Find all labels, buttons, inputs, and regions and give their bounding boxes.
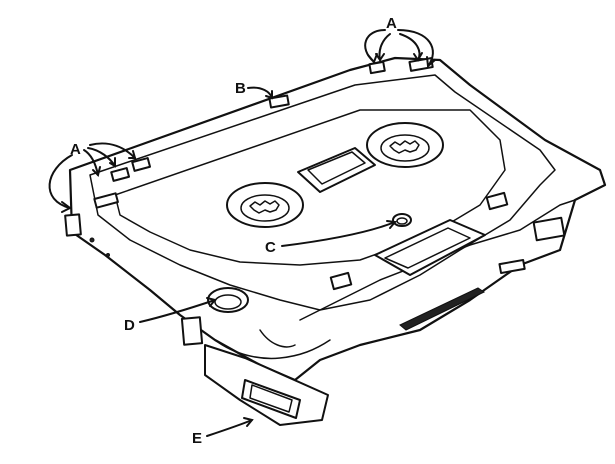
arrow-a-top-mid <box>378 33 391 61</box>
reel-hub-left <box>226 182 304 228</box>
arrow-a-left-2 <box>83 149 99 176</box>
reel-hub-right <box>366 122 444 168</box>
tab-b <box>268 94 290 109</box>
write-protect-tab-left-3 <box>131 157 152 172</box>
arrow-c <box>281 221 396 247</box>
left-end-screw <box>89 237 95 243</box>
label-d: D <box>124 317 135 334</box>
head-opening <box>374 219 486 276</box>
label-a-left: A <box>70 141 81 158</box>
side-guide-right <box>485 191 509 211</box>
label-b: B <box>235 80 246 97</box>
cassette-shell-outline <box>68 56 607 382</box>
write-protect-tab-left-2 <box>110 167 131 182</box>
bottom-rim <box>214 339 331 360</box>
front-guide-1 <box>329 271 353 291</box>
left-end-screw-2 <box>106 253 110 257</box>
bottom-left-window <box>180 316 204 346</box>
right-side-window <box>532 216 566 242</box>
hole-d <box>207 287 249 313</box>
pressure-pad-strip <box>399 287 486 331</box>
arrow-d <box>139 299 216 323</box>
arrow-a-left-4 <box>89 142 136 159</box>
arrow-a-top-right <box>397 29 434 67</box>
tape-window <box>297 147 376 193</box>
write-protect-tab-top-1 <box>368 60 386 75</box>
tab-e <box>204 344 329 426</box>
label-e: E <box>192 430 202 447</box>
label-a-top: A <box>386 15 397 32</box>
front-edge <box>299 199 576 321</box>
left-end-window <box>64 213 82 237</box>
hole-c <box>392 213 412 227</box>
label-c: C <box>265 239 276 256</box>
arrow-a-left-1 <box>48 154 73 209</box>
front-guide-2 <box>498 258 526 275</box>
write-protect-tab-left-1 <box>93 192 119 209</box>
arrow-e <box>206 419 253 437</box>
top-face-border <box>89 74 556 311</box>
